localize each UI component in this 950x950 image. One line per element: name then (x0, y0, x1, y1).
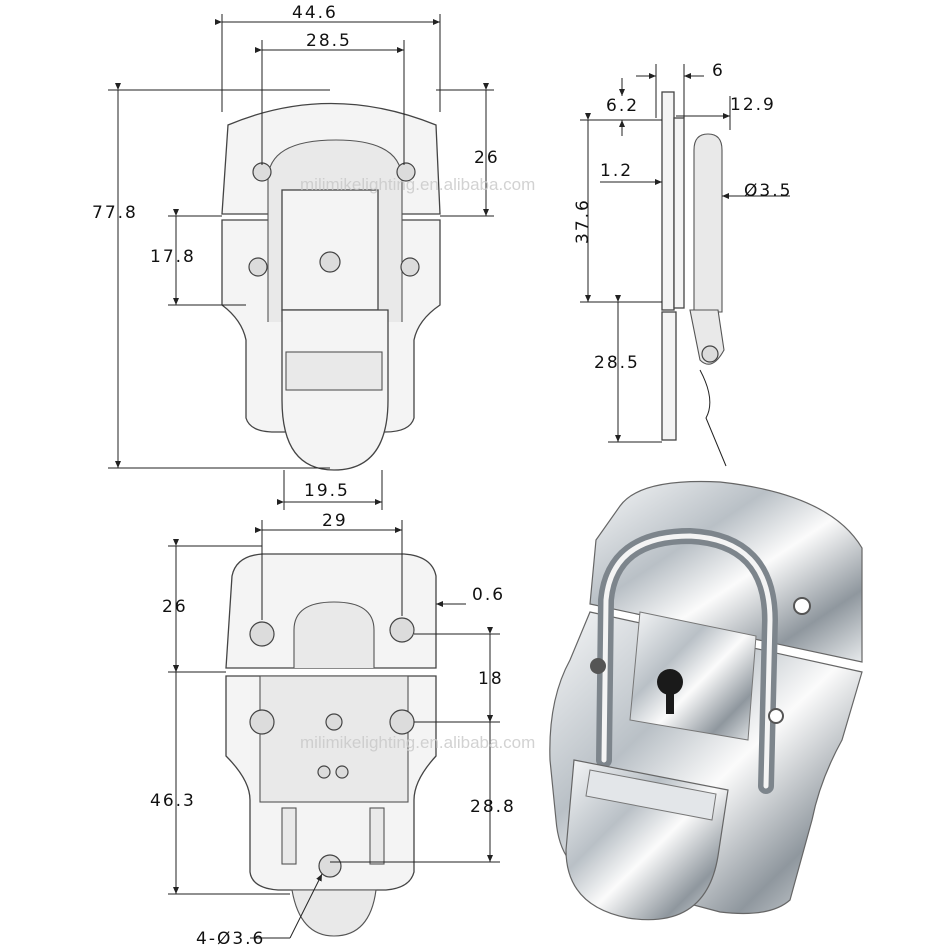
dim-depth-12-9: 12.9 (730, 95, 776, 115)
watermark-top: milimikelighting.en.alibaba.com (300, 175, 535, 194)
side-shackle (693, 133, 723, 313)
render-hole-1 (793, 597, 811, 615)
side-lever-arm (699, 369, 727, 467)
render-keyhole (657, 669, 683, 695)
front-hole-br (400, 257, 420, 277)
dim-pin-diameter: Ø3.5 (744, 181, 792, 201)
front-hole-tl (252, 162, 272, 182)
back-hole-br (389, 709, 415, 735)
side-lower-plate (661, 311, 677, 441)
render-keyplate (629, 611, 757, 741)
back-tongue-tip (291, 889, 377, 937)
back-center-plate (259, 675, 409, 803)
side-pin (701, 345, 719, 363)
render-hole-2 (768, 708, 784, 724)
dim-lower-height-back: 46.3 (150, 791, 196, 811)
dim-tongue-width: 19.5 (304, 481, 350, 501)
side-upper-flange (673, 117, 685, 309)
dim-mount-holes: 4-Ø3.6 (196, 929, 265, 949)
render-hole-3 (590, 658, 606, 674)
side-view: 6 6.2 12.9 1.2 Ø3.5 37.6 28.5 (573, 61, 792, 467)
dim-gap: 0.6 (472, 585, 505, 605)
back-rivet-2 (335, 765, 349, 779)
dim-hole-spacing-back: 29 (322, 511, 348, 531)
back-hinge-left (281, 807, 297, 865)
dim-upper-height-side: 37.6 (573, 198, 593, 244)
latch-3d-render (549, 480, 863, 921)
dim-lower-height-side: 28.5 (594, 353, 640, 373)
dim-upper-plate-height: 26 (474, 148, 500, 168)
dim-hole-offset-back: 18 (478, 669, 504, 689)
back-hole-tr (389, 617, 415, 643)
front-hole-bl (248, 257, 268, 277)
front-keyhole (319, 251, 341, 273)
dim-lower-hole-offset: 17.8 (150, 247, 196, 267)
back-hole-tl (249, 621, 275, 647)
side-upper-plate (661, 91, 675, 311)
front-view: 44.6 28.5 77.8 26 17.8 19.5 (92, 3, 500, 510)
dim-plate-1-2: 1.2 (600, 161, 633, 181)
back-center-hole (325, 713, 343, 731)
dim-thickness-top: 6 (712, 61, 725, 81)
dim-lower-hole-span: 28.8 (470, 797, 516, 817)
back-hole-bl (249, 709, 275, 735)
dim-height-overall: 77.8 (92, 203, 138, 223)
dim-upper-height-back: 26 (162, 597, 188, 617)
front-keyplate (281, 189, 379, 311)
dim-hole-spacing-top: 28.5 (306, 31, 352, 51)
watermark-bottom: milimikelighting.en.alibaba.com (300, 733, 535, 752)
front-hole-tr (396, 162, 416, 182)
front-lever-band (285, 351, 383, 391)
back-view: 29 26 0.6 18 46.3 28.8 4-Ø3.6 (150, 511, 516, 949)
back-rivet-1 (317, 765, 331, 779)
back-hinge-right (369, 807, 385, 865)
dim-offset-6-2: 6.2 (606, 96, 639, 116)
back-shackle-arch (293, 601, 375, 668)
back-bottom-hole (318, 854, 342, 878)
dim-width-overall: 44.6 (292, 3, 338, 23)
